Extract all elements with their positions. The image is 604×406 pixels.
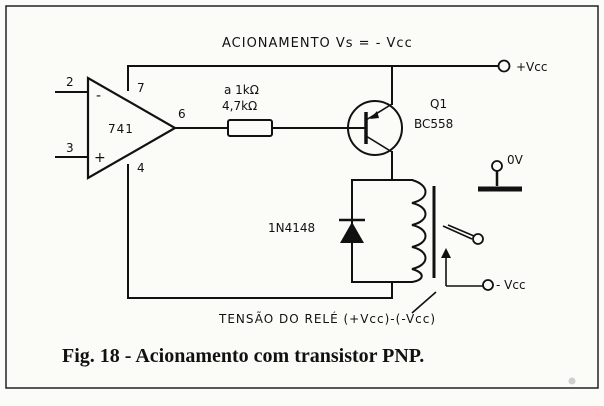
- pin-vminus-label: 4: [137, 161, 145, 175]
- vcc-pos-label: +Vcc: [516, 60, 547, 74]
- diode-part: 1N4148: [268, 221, 315, 235]
- title-line: ACIONAMENTO Vs = - Vcc: [222, 36, 413, 51]
- vcc-neg-terminal: [482, 279, 494, 291]
- opamp-sign-plus: +: [94, 150, 106, 166]
- relay-contact-terminal: [472, 233, 484, 245]
- pin-noninv-label: 3: [66, 141, 74, 155]
- relay-coil: [411, 179, 436, 283]
- relay-switch: [441, 224, 483, 287]
- transistor-part: BC558: [414, 117, 453, 131]
- base-resistor: [227, 119, 273, 137]
- relay-voltage-text: TENSÃO DO RELÉ (+Vcc)-(-Vcc): [218, 311, 436, 326]
- zero-volt-ground: [478, 160, 522, 192]
- resistor-value-a: a 1kΩ: [224, 83, 259, 97]
- resistor-value-b: 4,7kΩ: [222, 99, 257, 113]
- top-rail: [127, 65, 500, 91]
- relay-voltage-marker: [411, 291, 437, 314]
- opamp-sign-minus: -: [96, 88, 101, 104]
- diode-1n4148: [339, 218, 365, 243]
- transistor-ref: Q1: [430, 97, 447, 111]
- relay-network: [351, 179, 413, 299]
- figure-caption: Fig. 18 - Acionamento com transistor PNP…: [62, 345, 424, 367]
- bottom-rail: [127, 164, 392, 299]
- opamp-name: 741: [108, 122, 134, 136]
- zero-volt-label: 0V: [507, 153, 524, 167]
- corner-dot: [568, 377, 576, 385]
- vcc-neg-label: - Vcc: [496, 278, 526, 292]
- pin-inv-label: 2: [66, 75, 74, 89]
- opamp-741: [86, 76, 178, 180]
- vcc-pos-terminal: [497, 59, 511, 73]
- transistor-q1: [347, 65, 403, 181]
- pin-out-label: 6: [178, 107, 186, 121]
- pin-vplus-label: 7: [137, 81, 145, 95]
- figure-frame: [5, 5, 599, 389]
